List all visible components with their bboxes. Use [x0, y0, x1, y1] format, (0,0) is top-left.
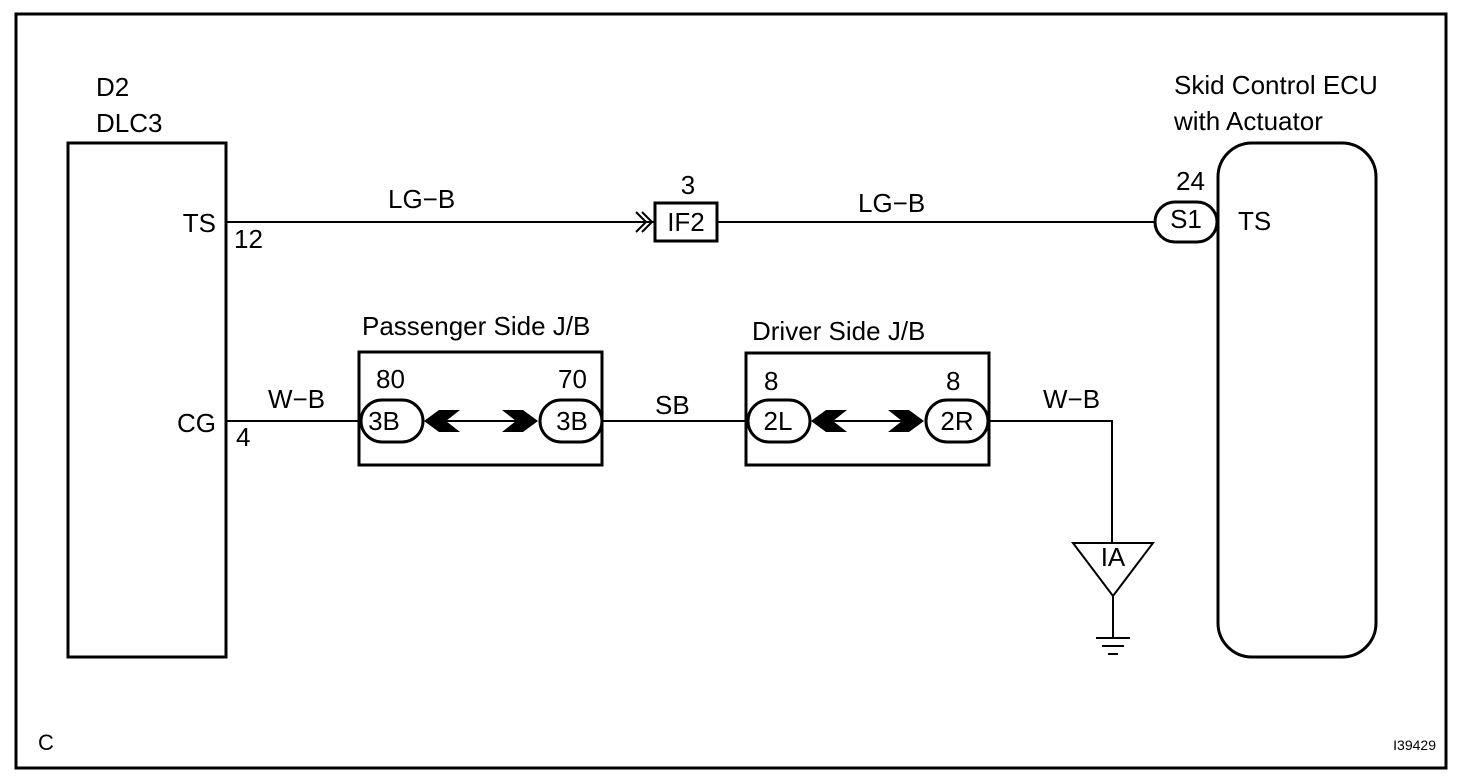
ecu-name-line2: with Actuator [1173, 106, 1323, 136]
in-line-connector-chevron-icon [635, 211, 654, 233]
diagram-frame [14, 12, 1448, 770]
dlc3-cg-label: CG [177, 408, 216, 438]
driver-jb-title: Driver Side J/B [752, 316, 925, 346]
corner-letter: C [38, 730, 54, 755]
driver-jb-left-connector [746, 398, 812, 444]
passenger-jb-left-connector [359, 398, 425, 444]
dlc3-name: DLC3 [96, 108, 162, 138]
junction-connector-pin: 3 [681, 170, 695, 200]
driver-jb-right-connector-code: 2R [940, 406, 973, 436]
cg-wire-left-color: W−B [268, 384, 325, 414]
driver-jb-right-arrow-icon [888, 410, 924, 432]
ecu-connector-s1 [1153, 200, 1219, 244]
passenger-jb-right-arrow-icon [502, 410, 538, 432]
driver-jb-left-pin: 8 [764, 366, 778, 396]
junction-connector-code: IF2 [667, 207, 705, 237]
sb-wire-color: SB [655, 390, 690, 420]
driver-jb-left-arrow-icon [811, 410, 847, 432]
ground-point-label: IA [1101, 542, 1126, 572]
ts-wire-left-color: LG−B [388, 184, 455, 214]
ground-point-triangle-icon [1070, 542, 1156, 598]
passenger-jb-left-arrow-icon [424, 410, 460, 432]
figure-id: I39429 [1393, 737, 1436, 753]
passenger-jb-left-pin: 80 [376, 364, 405, 394]
junction-connector-if2 [653, 201, 719, 243]
ecu-pin-number: 24 [1176, 166, 1205, 196]
ecu-name-line1: Skid Control ECU [1174, 70, 1378, 100]
passenger-jb-left-connector-code: 3B [368, 406, 400, 436]
ecu-connector-code: S1 [1170, 204, 1202, 234]
dlc3-cg-pin: 4 [236, 422, 250, 452]
driver-jb-right-pin: 8 [946, 366, 960, 396]
passenger-jb-right-pin: 70 [558, 364, 587, 394]
passenger-jb-title: Passenger Side J/B [362, 311, 590, 341]
ground-wire-color: W−B [1043, 384, 1100, 414]
ts-wire-right-color: LG−B [858, 188, 925, 218]
ground-symbol-icon [1096, 637, 1130, 655]
dlc3-ts-pin: 12 [234, 224, 263, 254]
passenger-jb-right-connector-code: 3B [556, 406, 588, 436]
dlc3-ts-label: TS [183, 208, 216, 238]
driver-jb-left-connector-code: 2L [764, 406, 793, 436]
ecu-ts-label: TS [1238, 206, 1271, 236]
ecu-connector-box [1216, 141, 1378, 659]
ground-wire [988, 420, 1113, 543]
dlc3-code: D2 [96, 72, 129, 102]
dlc3-connector-box [66, 141, 228, 659]
